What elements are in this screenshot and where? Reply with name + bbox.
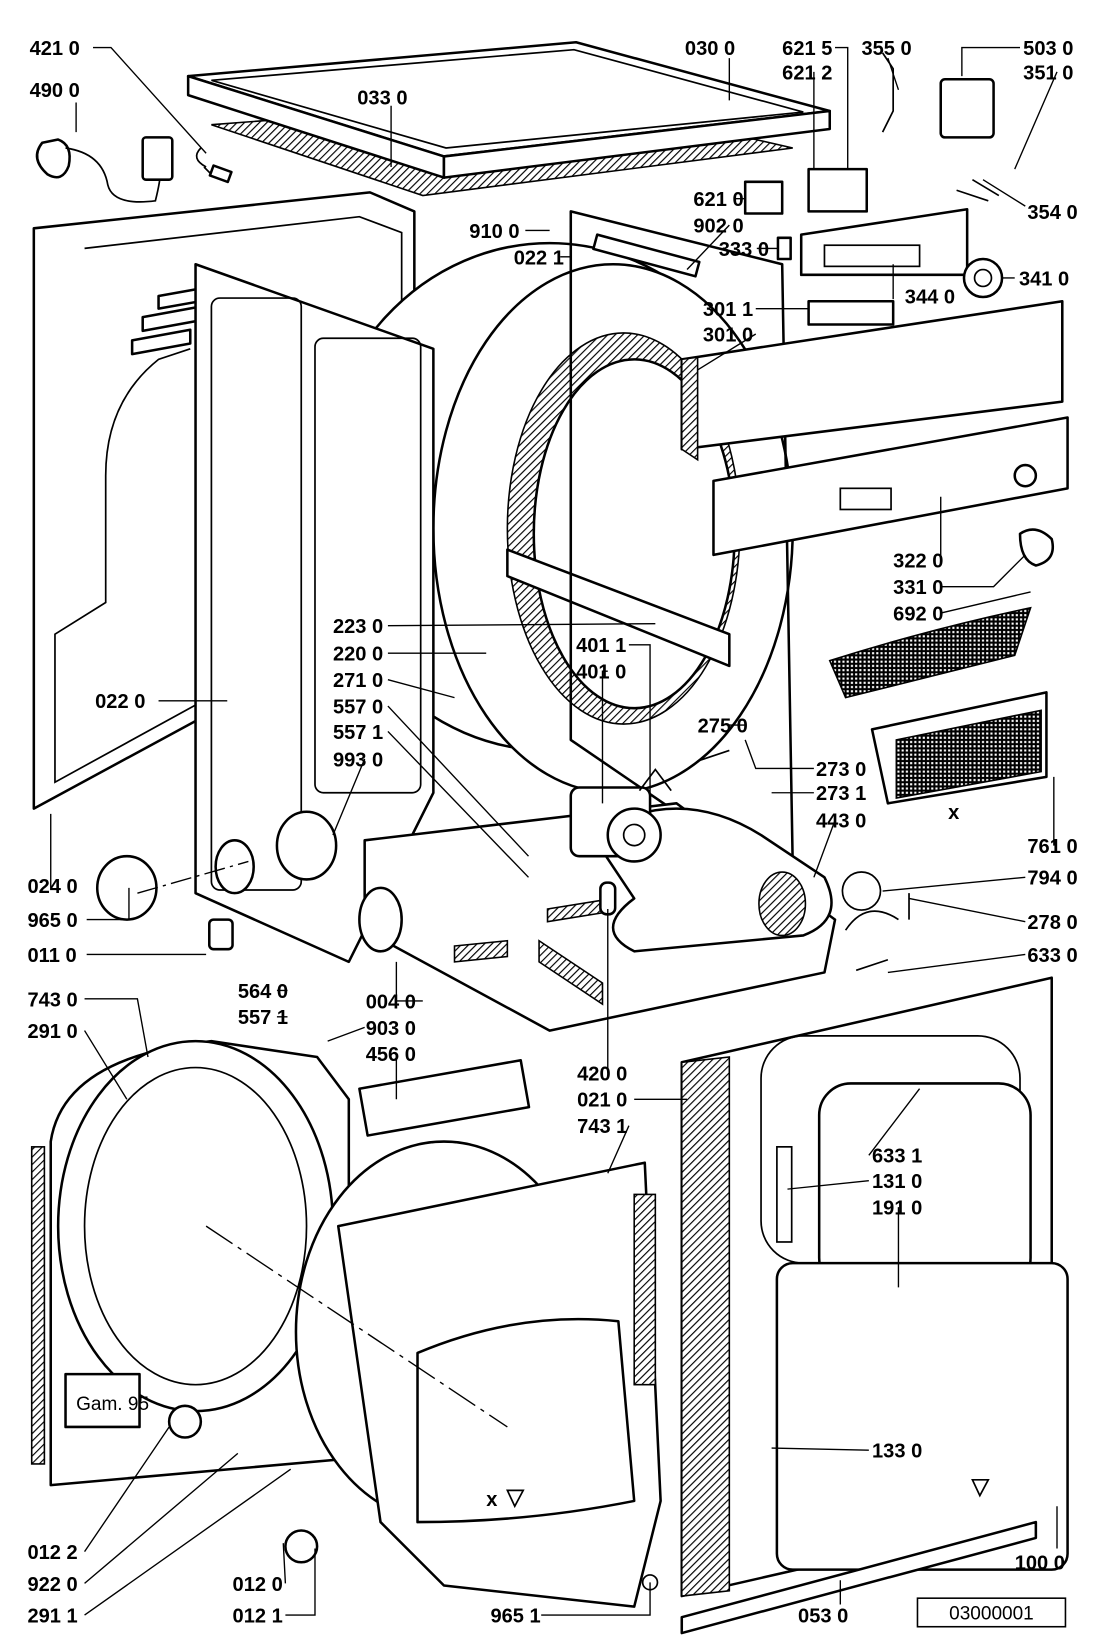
part-label: 291 1 [27, 1605, 77, 1627]
part-label: 220 0 [333, 644, 383, 666]
part-label: 564 0 [238, 981, 288, 1003]
part-label: 965 1 [490, 1605, 540, 1627]
part-label: 273 0 [816, 759, 866, 781]
part-label: 053 0 [798, 1605, 848, 1627]
part-label: 993 0 [333, 749, 383, 771]
part-label: 910 0 [469, 221, 519, 243]
part-label: 903 0 [366, 1018, 416, 1040]
part-label: 004 0 [366, 991, 416, 1013]
part-label: 333 0 [719, 239, 769, 261]
part-label: 355 0 [861, 38, 911, 60]
part-label: 743 0 [27, 989, 77, 1011]
part-label: 902 0 [693, 216, 743, 238]
hinge-strip [592, 233, 701, 278]
part-label: 456 0 [366, 1044, 416, 1066]
part-label: 633 1 [872, 1146, 922, 1168]
part-label: 503 0 [1023, 38, 1073, 60]
drawing-reference-number: 03000001 [949, 1603, 1034, 1624]
part-label: 012 0 [233, 1574, 283, 1596]
rear-bulkhead: Gam. 95 [30, 1039, 351, 1487]
front-bulkhead [284, 1140, 662, 1608]
part-label: 401 1 [576, 635, 626, 657]
part-label: 278 0 [1027, 912, 1077, 934]
part-label: 490 0 [30, 80, 80, 102]
part-label: 223 0 [333, 616, 383, 638]
part-label: 022 0 [95, 691, 145, 713]
part-label: 030 0 [685, 38, 735, 60]
part-label: 021 0 [577, 1090, 627, 1112]
door-frame [680, 976, 1069, 1635]
part-label: 011 0 [27, 945, 76, 967]
part-label: 301 0 [703, 324, 753, 346]
part-label: 022 1 [514, 247, 564, 269]
part-label: 692 0 [893, 603, 943, 625]
part-label: 131 0 [872, 1171, 922, 1193]
part-label: 275 0 [698, 716, 748, 738]
drawing-reference-box: 03000001 [916, 1597, 1067, 1628]
part-label: 401 0 [576, 662, 626, 684]
part-label: 191 0 [872, 1197, 922, 1219]
part-label: 743 1 [577, 1116, 627, 1138]
part-label: 100 0 [1015, 1553, 1065, 1575]
part-label: 621 5 [782, 38, 832, 60]
part-label: 273 1 [816, 783, 866, 805]
part-label: 331 0 [893, 577, 943, 599]
part-labels: 421 0 490 0 033 0 030 0 621 5 621 2 355 … [27, 38, 1077, 1628]
part-label: 621 0 [693, 189, 743, 211]
fascia-panel [712, 416, 1069, 567]
part-label: 557 1 [333, 722, 383, 744]
power-cord [35, 136, 233, 203]
part-label: 633 0 [1027, 945, 1077, 967]
part-label: 024 0 [27, 876, 77, 898]
part-label: 794 0 [1027, 868, 1077, 890]
part-label: 322 0 [893, 551, 943, 573]
motor [569, 749, 730, 916]
direction-marker: x [948, 802, 960, 824]
leader-lines [50, 46, 1058, 1616]
part-label: 344 0 [905, 286, 955, 308]
part-label: 351 0 [1023, 62, 1073, 84]
top-lid [186, 41, 832, 197]
lint-filter [828, 606, 1048, 972]
part-label: 012 2 [27, 1542, 77, 1564]
side-panel-inscription: Gam. 95 [76, 1394, 149, 1415]
part-label: 354 0 [1027, 202, 1077, 224]
part-label: 420 0 [577, 1063, 627, 1085]
part-label: 621 2 [782, 62, 832, 84]
part-label: 133 0 [872, 1441, 922, 1463]
direction-marker: x [486, 1489, 498, 1511]
part-label: 443 0 [816, 811, 866, 833]
part-label: 965 0 [27, 910, 77, 932]
part-label: 421 0 [30, 38, 80, 60]
control-panel [680, 52, 1064, 462]
part-label: 291 0 [27, 1021, 77, 1043]
part-label: 341 0 [1019, 268, 1069, 290]
part-label: 033 0 [357, 88, 407, 110]
part-label: 557 0 [333, 696, 383, 718]
part-label: 922 0 [27, 1574, 77, 1596]
heater-element [358, 1058, 531, 1137]
part-label: 557 1 [238, 1007, 288, 1029]
part-label: 301 1 [703, 299, 753, 321]
part-label: 271 0 [333, 670, 383, 692]
part-label: 012 1 [233, 1605, 283, 1627]
side-panel-front [95, 262, 435, 964]
part-label: 761 0 [1027, 836, 1077, 858]
